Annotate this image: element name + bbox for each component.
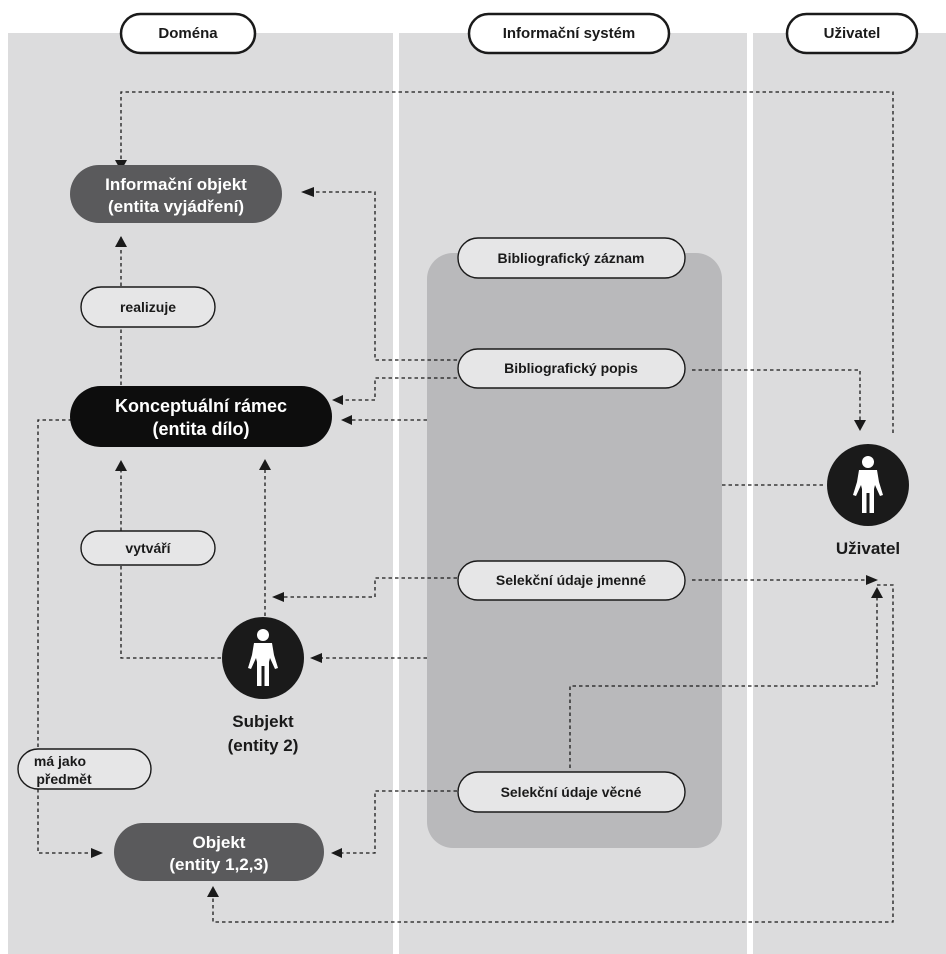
ma-jako-sublabel: předmět [36, 771, 92, 787]
bibliographic-description-label: Bibliografický popis [504, 360, 638, 376]
node-bibliographic-record: Bibliografický záznam [457, 237, 686, 279]
ma-jako-label: má jako [34, 753, 86, 769]
object-label: Objekt [193, 833, 246, 852]
information-object-sublabel: (entita vyjádření) [108, 197, 244, 216]
connector-user-to-info-object [120, 91, 894, 433]
bibliographic-record-label: Bibliografický záznam [497, 250, 644, 266]
conceptual-framework-label: Konceptuální rámec [115, 396, 287, 416]
user-label: Uživatel [836, 539, 900, 558]
node-realizuje: realizuje [80, 286, 216, 328]
node-object: Objekt (entity 1,2,3) [114, 823, 324, 881]
realizuje-label: realizuje [120, 299, 176, 315]
user-person-icon [827, 444, 909, 526]
connector-jmenne-to-subject [284, 577, 457, 598]
vytvari-label: vytváří [125, 540, 171, 556]
header-system-label: Informační systém [503, 25, 636, 42]
name-access-points-label: Selekční údaje jmenné [496, 572, 646, 588]
information-object-label: Informační objekt [105, 175, 247, 194]
header-domain: Doména [119, 12, 257, 55]
connectors [37, 91, 894, 923]
connector-user-to-object [212, 584, 894, 923]
node-vytvari: vytváří [80, 530, 216, 566]
connector-concept-to-object [37, 419, 91, 854]
header-domain-label: Doména [158, 25, 218, 42]
connector-popis-to-concept [343, 377, 457, 401]
node-user: Uživatel [827, 444, 909, 558]
subject-label: Subjekt [232, 712, 294, 731]
subject-sublabel: (entity 2) [228, 736, 299, 755]
node-bibliographic-description: Bibliografický popis [457, 348, 686, 389]
node-subject-access-points: Selekční údaje věcné [457, 771, 686, 813]
subject-access-points-label: Selekční údaje věcné [501, 784, 642, 800]
bibliographic-record-area [427, 253, 722, 848]
node-ma-jako-predmet: má jako předmět [17, 748, 152, 790]
connector-subject-to-vytvari [120, 563, 221, 659]
node-conceptual-framework: Konceptuální rámec (entita dílo) [70, 386, 332, 447]
arrowheads [91, 160, 883, 897]
connector-vecne-to-object [342, 790, 457, 854]
connector-vecne-to-user [569, 598, 878, 768]
object-sublabel: (entity 1,2,3) [169, 855, 268, 874]
connector-popis-to-info-object [314, 191, 457, 361]
node-name-access-points: Selekční údaje jmenné [457, 560, 686, 601]
header-user-label: Uživatel [824, 25, 881, 42]
header-information-system: Informační systém [467, 12, 671, 55]
header-user: Uživatel [785, 12, 919, 55]
subject-person-icon [222, 617, 304, 699]
node-subject: Subjekt (entity 2) [222, 617, 304, 755]
conceptual-framework-sublabel: (entita dílo) [153, 419, 250, 439]
node-information-object: Informační objekt (entita vyjádření) [70, 165, 282, 223]
